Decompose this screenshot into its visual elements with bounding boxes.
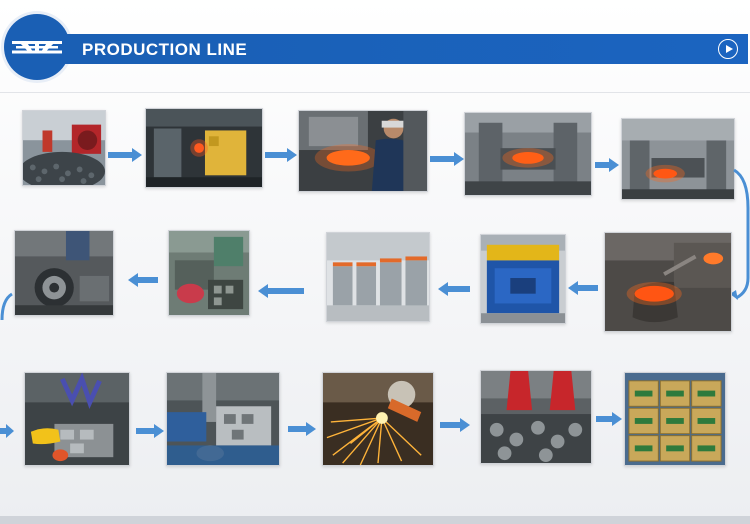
photo-hot-forging-press (464, 112, 592, 196)
title-banner: PRODUCTION LINE (64, 34, 748, 64)
photo-packed-cartons (624, 372, 726, 466)
photo-heat-treatment-ovens (326, 232, 430, 322)
photo-manual-machining (168, 230, 250, 316)
flow-arrow-right (440, 418, 470, 432)
header-divider (0, 92, 750, 93)
flow-arrow-right (288, 422, 316, 436)
photo-parts-bins (480, 370, 592, 464)
flow-arrow-turn-down (0, 292, 14, 322)
page-title: PRODUCTION LINE (82, 40, 248, 59)
photo-drilling-station (166, 372, 280, 466)
flow-arrow-right (595, 158, 619, 172)
photo-worker-at-forge (298, 110, 428, 192)
photo-shot-blasting-machine (480, 234, 566, 324)
flow-arrow-left (438, 282, 470, 296)
flow-arrow-right (0, 424, 14, 438)
company-logo (4, 14, 70, 80)
flow-arrow-right (430, 152, 464, 166)
company-logo-icon (12, 41, 62, 54)
play-circle-icon[interactable] (718, 39, 738, 59)
photo-cnc-lathe (14, 230, 114, 316)
photo-inspection-gloves (24, 372, 130, 466)
header: PRODUCTION LINE (0, 0, 750, 90)
flow-arrow-right (265, 148, 297, 162)
flow-arrow-right (108, 148, 142, 162)
flow-arrow-turn-down (728, 168, 750, 300)
photo-raw-material-pile (22, 110, 106, 186)
photo-molten-metal-pour (604, 232, 732, 332)
flow-arrow-right (136, 424, 164, 438)
flow-arrow-left (128, 273, 158, 287)
flow-arrow-left (258, 284, 304, 298)
flow-arrow-right (596, 412, 622, 426)
photo-grinding-sparks (322, 372, 434, 466)
photo-induction-heating (145, 108, 263, 188)
flow-arrow-left (568, 281, 598, 295)
photo-forging-die-glow (621, 118, 735, 200)
footer-bar (0, 516, 750, 524)
